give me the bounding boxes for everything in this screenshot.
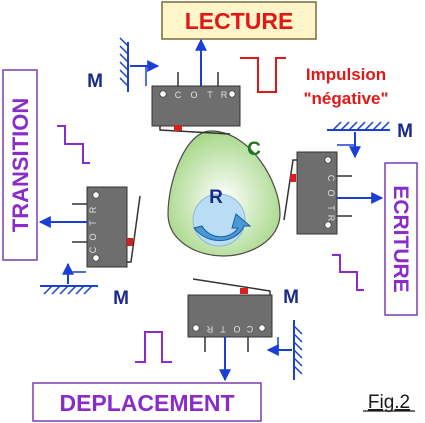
magnet-label-top: M <box>87 71 103 92</box>
magnet-bottom <box>266 320 303 380</box>
lecture-label: LECTURE <box>185 8 294 34</box>
cam: R <box>167 130 281 257</box>
impulsion-line1: Impulsion <box>306 65 386 84</box>
transition-pulse-signal <box>57 125 90 164</box>
rotation-arrow-icon <box>193 213 252 241</box>
svg-text:T: T <box>88 220 98 226</box>
switch-ecriture: C O T R <box>283 151 384 235</box>
svg-text:O: O <box>326 189 336 196</box>
transition-label: TRANSITION <box>8 98 33 232</box>
magnet-left <box>40 262 98 295</box>
magnet-label-bottom: M <box>283 287 299 308</box>
svg-text:C: C <box>175 90 182 100</box>
deplacement-pulse-signal <box>135 331 172 363</box>
transition-station: TRANSITION <box>2 69 38 261</box>
svg-text:C: C <box>326 175 336 182</box>
lecture-station: LECTURE <box>161 1 317 40</box>
cam-c-label: C <box>247 139 261 160</box>
negative-pulse-signal <box>240 57 286 93</box>
svg-text:C: C <box>88 246 98 253</box>
svg-text:T: T <box>326 205 336 211</box>
svg-text:R: R <box>221 90 228 100</box>
magnet-right <box>327 121 390 159</box>
ecriture-station: ECRITURE <box>384 162 418 316</box>
deplacement-station: DEPLACEMENT <box>32 382 262 422</box>
deplacement-label: DEPLACEMENT <box>59 390 234 416</box>
svg-text:R: R <box>326 215 336 222</box>
svg-text:O: O <box>233 324 240 334</box>
figure-caption: Fig.2 <box>368 392 410 413</box>
magnet-top <box>119 37 160 92</box>
svg-text:O: O <box>88 233 98 240</box>
ecriture-pulse-signal <box>332 254 364 291</box>
cam-r-label: R <box>209 187 223 208</box>
impulsion-line2: "négative" <box>303 89 388 108</box>
svg-text:R: R <box>88 206 98 213</box>
switch-deplacement: R T O C <box>187 278 273 382</box>
svg-text:T: T <box>207 90 213 100</box>
magnet-label-left: M <box>113 288 129 309</box>
switch-lecture: C O T R <box>151 38 241 135</box>
switch-transition: R T O C <box>38 186 141 268</box>
svg-text:R: R <box>206 324 213 334</box>
svg-text:O: O <box>190 90 197 100</box>
svg-text:T: T <box>220 324 226 334</box>
magnet-label-right: M <box>397 121 413 142</box>
svg-text:C: C <box>246 324 253 334</box>
ecriture-label: ECRITURE <box>389 185 412 292</box>
